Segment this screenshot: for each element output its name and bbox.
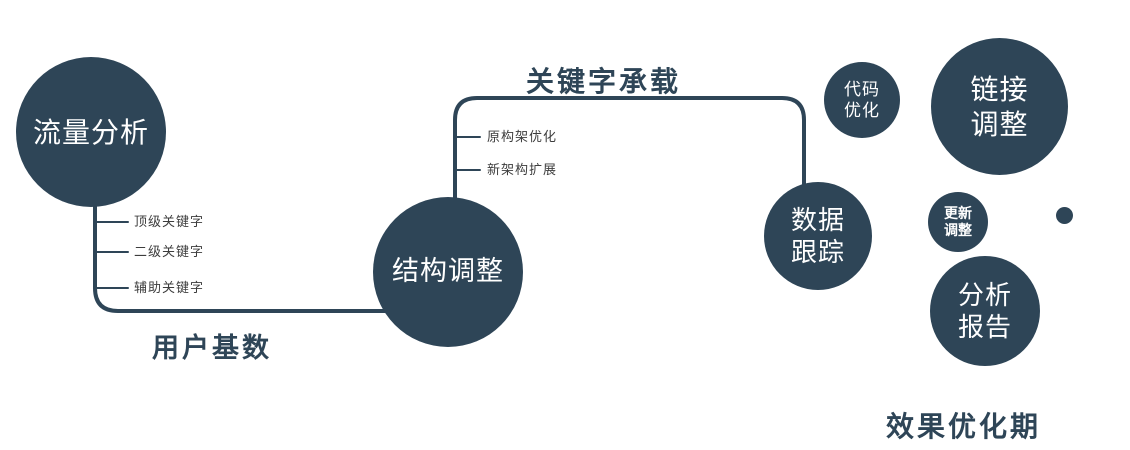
node-traffic-analysis: 流量分析 bbox=[16, 57, 166, 207]
caption-effect-optimization-phase: 效果优化期 bbox=[886, 411, 1042, 442]
node-data-tracking-line2: 跟踪 bbox=[790, 237, 845, 267]
edge-label-keyword-carrying: 关键字承载 bbox=[526, 66, 682, 97]
node-update-adjustment-line1: 更新 bbox=[944, 204, 972, 221]
node-update-adjustment: 更新 调整 bbox=[928, 192, 988, 252]
node-link-adjustment-line1: 链接 bbox=[970, 73, 1029, 105]
node-update-adjustment-line2: 调整 bbox=[944, 222, 972, 238]
node-structure-adjustment: 结构调整 bbox=[373, 197, 523, 347]
dot-node bbox=[1056, 207, 1073, 224]
tick-label-secondary-keywords: 二级关键字 bbox=[134, 244, 205, 259]
node-data-tracking-line1: 数据 bbox=[790, 204, 845, 235]
node-code-optimization-line1: 代码 bbox=[844, 79, 880, 99]
node-data-tracking: 数据 跟踪 bbox=[764, 182, 872, 290]
tick-label-top-keywords: 顶级关键字 bbox=[134, 214, 205, 229]
node-traffic-analysis-label: 流量分析 bbox=[32, 116, 149, 148]
node-structure-adjustment-label: 结构调整 bbox=[392, 256, 504, 287]
node-link-adjustment-line2: 调整 bbox=[970, 108, 1029, 140]
edge-structure-to-data-tracking bbox=[453, 96, 806, 214]
node-analysis-report-line1: 分析 bbox=[957, 279, 1012, 310]
node-code-optimization: 代码 优化 bbox=[824, 62, 900, 138]
tick-label-auxiliary-keywords: 辅助关键字 bbox=[134, 280, 205, 295]
node-code-optimization-line2: 优化 bbox=[844, 101, 880, 120]
tick-label-original-architecture-optimization: 原构架优化 bbox=[487, 129, 558, 144]
node-analysis-report: 分析 报告 bbox=[930, 256, 1040, 366]
node-link-adjustment: 链接 调整 bbox=[931, 38, 1068, 175]
node-analysis-report-line2: 报告 bbox=[957, 312, 1012, 342]
edge-label-user-base: 用户基数 bbox=[152, 333, 272, 363]
tick-label-new-architecture-expansion: 新架构扩展 bbox=[487, 162, 558, 177]
